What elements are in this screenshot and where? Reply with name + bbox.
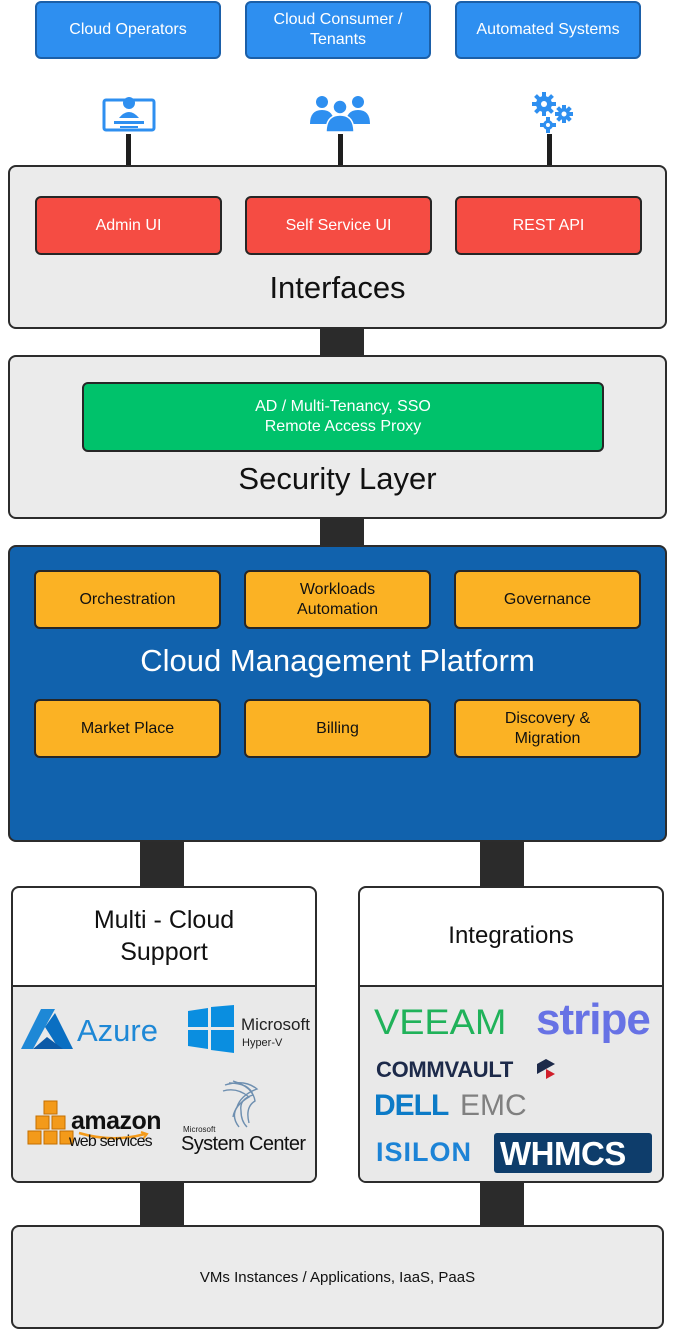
multicloud-logos: Azure Microsoft Hyper-V amazon web	[13, 987, 315, 1181]
stripe-logo-text: stripe	[536, 995, 651, 1044]
integrations-divider	[360, 985, 662, 987]
security-line-2: Remote Access Proxy	[264, 418, 422, 435]
layer-connector	[480, 842, 524, 888]
layer-connector	[140, 1183, 184, 1227]
azure-logo-icon	[21, 1009, 73, 1049]
workloads-automation-module[interactable]: Workloads Automation	[244, 570, 431, 629]
emc-logo-text: EMC	[460, 1089, 527, 1122]
layer-connector	[320, 519, 364, 547]
actor-label: Automated Systems	[476, 21, 620, 38]
whmcs-logo-box: WHMCS	[494, 1133, 652, 1173]
workloads-panel: VMs Instances / Applications, IaaS, PaaS	[11, 1225, 664, 1329]
security-services-box[interactable]: AD / Multi-Tenancy, SSO Remote Access Pr…	[82, 382, 604, 452]
actor-label: Cloud Consumer / Tenants	[273, 11, 403, 48]
multicloud-title: Multi - Cloud Support	[93, 906, 235, 966]
actor-automated-systems[interactable]: Automated Systems	[455, 1, 641, 59]
market-place-module[interactable]: Market Place	[34, 699, 221, 758]
multicloud-panel: Multi - Cloud Support Azure Microsoft Hy…	[11, 886, 317, 1183]
actor-label: Cloud Operators	[69, 21, 187, 38]
hyperv-microsoft-text: Microsoft	[241, 1015, 310, 1034]
platform-title: Cloud Management Platform	[140, 643, 535, 678]
rest-api-button[interactable]: REST API	[455, 196, 642, 255]
self-service-ui-button[interactable]: Self Service UI	[245, 196, 432, 255]
veeam-logo-text: VEEAM	[374, 1003, 507, 1042]
hyperv-text: Hyper-V	[242, 1037, 283, 1049]
integrations-title: Integrations	[448, 922, 574, 949]
windows-logo-icon	[188, 1005, 234, 1053]
module-label: Discovery & Migration	[504, 709, 591, 747]
integrations-logos: VEEAM stripe COMMVAULT DELL EMC ISILON W…	[360, 987, 662, 1181]
governance-module[interactable]: Governance	[454, 570, 641, 629]
amazon-logo-text: amazon	[71, 1107, 162, 1135]
webservices-logo-text: web services	[69, 1133, 153, 1150]
module-label: Billing	[316, 719, 359, 737]
system-center-text: System Center	[181, 1133, 306, 1155]
actor-cloud-consumer-tenants[interactable]: Cloud Consumer / Tenants	[245, 1, 431, 59]
whmcs-logo-text: WHMCS	[500, 1135, 626, 1172]
multicloud-divider	[13, 985, 315, 987]
interfaces-title: Interfaces	[269, 270, 406, 305]
billing-module[interactable]: Billing	[244, 699, 431, 758]
azure-logo-text: Azure	[77, 1013, 158, 1048]
interface-label: Admin UI	[95, 216, 162, 234]
layer-connector	[140, 842, 184, 888]
orchestration-module[interactable]: Orchestration	[34, 570, 221, 629]
amazon-smile-icon	[78, 1131, 149, 1140]
admin-ui-button[interactable]: Admin UI	[35, 196, 222, 255]
module-label: Governance	[503, 590, 592, 608]
security-line-1: AD / Multi-Tenancy, SSO	[255, 398, 431, 415]
layer-connector	[320, 329, 364, 357]
users-group-icon	[310, 96, 370, 132]
interface-label: REST API	[512, 216, 585, 234]
commvault-logo-text: COMMVAULT	[376, 1057, 514, 1082]
system-center-icon	[222, 1080, 259, 1128]
security-layer-title: Security Layer	[238, 461, 437, 496]
module-label: Orchestration	[79, 590, 176, 608]
interface-label: Self Service UI	[285, 216, 392, 234]
gears-icon	[532, 92, 573, 133]
integrations-panel: Integrations VEEAM stripe COMMVAULT DELL…	[358, 886, 664, 1183]
aws-cubes-icon	[27, 1100, 74, 1145]
operator-monitor-icon	[102, 97, 156, 132]
discovery-migration-module[interactable]: Discovery & Migration	[454, 699, 641, 758]
isilon-logo-text: ISILON	[376, 1137, 473, 1167]
module-label: Workloads Automation	[297, 580, 378, 618]
system-center-microsoft-text: Microsoft	[183, 1125, 216, 1134]
commvault-mark-icon	[537, 1059, 555, 1079]
workloads-label: VMs Instances / Applications, IaaS, PaaS	[199, 1268, 476, 1286]
layer-connector	[480, 1183, 524, 1227]
dell-logo-text: DELL	[374, 1089, 449, 1122]
actor-cloud-operators[interactable]: Cloud Operators	[35, 1, 221, 59]
module-label: Market Place	[80, 719, 175, 737]
